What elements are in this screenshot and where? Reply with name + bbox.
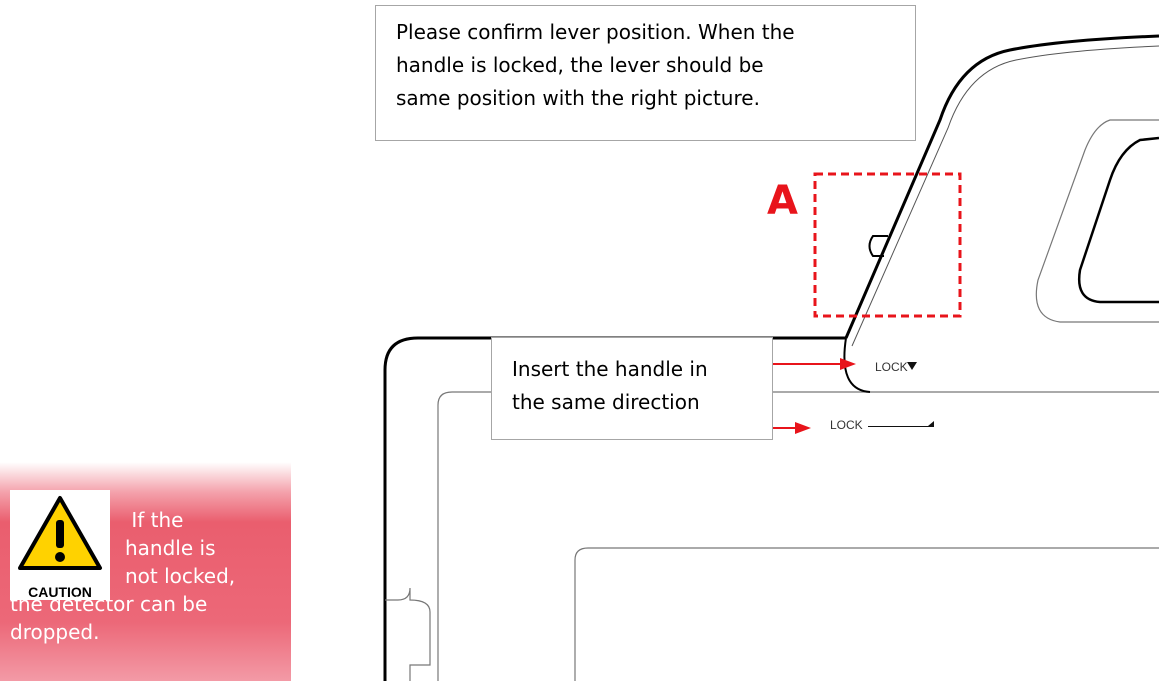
lever-note-line-1: Please confirm lever position. When the: [396, 20, 795, 44]
caution-line-2: handle is: [125, 536, 216, 560]
lever-note-line-2: handle is locked, the lever should be: [396, 53, 764, 77]
arrow-lower: [773, 422, 811, 434]
lock-label-upper: LOCK: [875, 360, 908, 374]
insert-note-line-1: Insert the handle in: [512, 357, 708, 381]
insert-direction-note: Insert the handle in the same direction: [491, 337, 773, 440]
handle-grip-opening: [1035, 119, 1159, 323]
caution-text-top: If the handle is not locked,: [125, 506, 285, 590]
lever-detail: [868, 235, 888, 257]
caution-text-bottom: the detector can be dropped.: [10, 590, 290, 646]
caution-icon-box: CAUTION: [10, 490, 110, 600]
lever-highlight-box: [813, 172, 962, 318]
handle-grip-inner: [1077, 136, 1159, 304]
caution-line-5: dropped.: [10, 620, 100, 644]
handle-outline: [844, 34, 1159, 339]
handle-outline-inner: [851, 45, 1159, 347]
detector-inner-frame: [437, 391, 1159, 681]
lock-lever-symbol-icon: [868, 421, 934, 427]
lever-note-line-3: same position with the right picture.: [396, 86, 760, 110]
caution-word: CAUTION: [28, 584, 92, 600]
caution-line-4: the detector can be: [10, 592, 208, 616]
lever-position-note: Please confirm lever position. When the …: [375, 5, 916, 141]
insert-note-line-2: the same direction: [512, 390, 700, 414]
arrow-upper: [773, 358, 856, 370]
caution-line-3: not locked,: [125, 564, 236, 588]
warning-triangle-icon: [18, 496, 102, 570]
lock-down-triangle-icon: [907, 362, 917, 370]
caution-panel: CAUTION If the handle is not locked, the…: [0, 462, 291, 681]
detector-side-notch: [385, 587, 431, 681]
caution-line-1: If the: [125, 508, 184, 532]
detector-body-outline: [383, 336, 846, 681]
lock-label-lower: LOCK: [830, 418, 863, 432]
marker-a-label: A: [767, 178, 798, 224]
handle-base-curve: [843, 337, 871, 393]
detector-window: [574, 547, 1159, 681]
